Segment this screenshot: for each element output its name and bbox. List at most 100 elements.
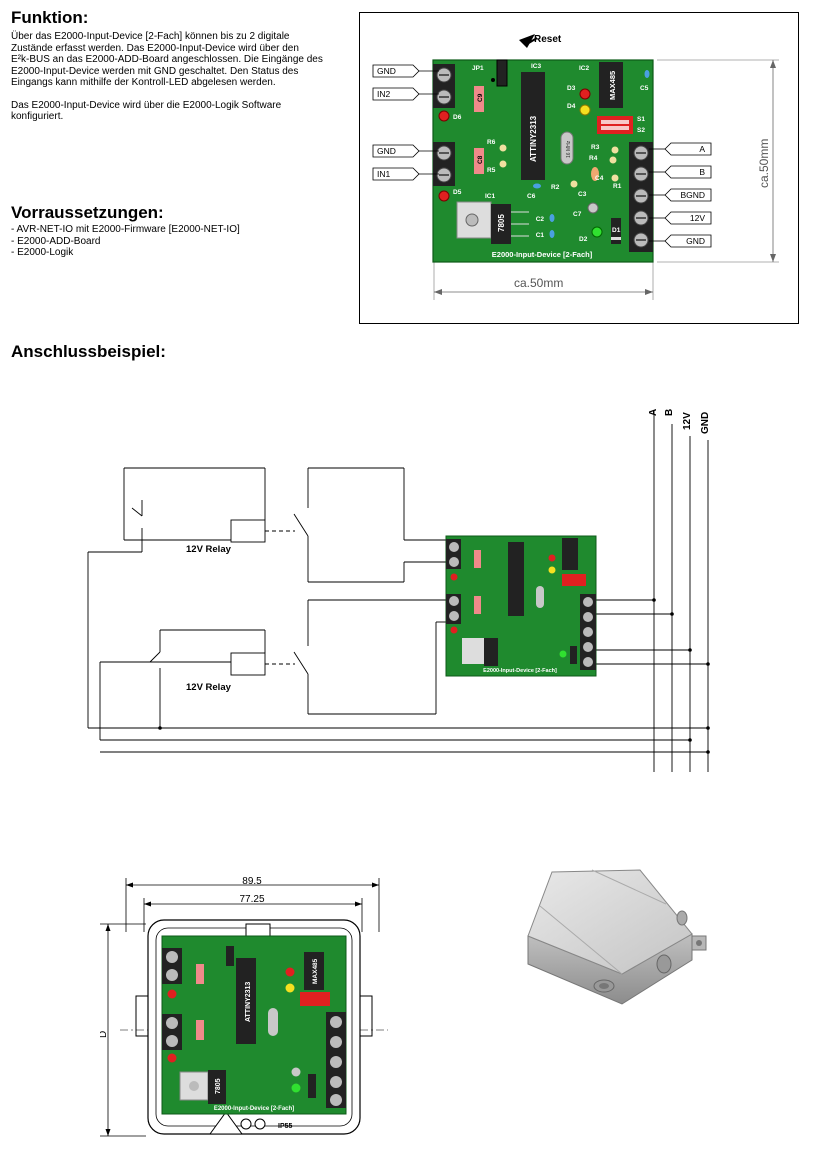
dim-side: D xyxy=(100,1031,109,1038)
housing-drawing: 89.5 77.25 D IP55 ATTINY2313 MAX485 7805… xyxy=(100,876,388,1137)
funktion-line: Über das E2000-Input-Device [2-Fach] kön… xyxy=(11,31,290,42)
list-item: - E2000-ADD-Board xyxy=(11,235,101,247)
relay-label-2: 12V Relay xyxy=(186,682,232,693)
svg-text:C9: C9 xyxy=(477,93,484,102)
svg-text:C4: C4 xyxy=(595,175,604,182)
terminal-label-12v: 12V xyxy=(649,211,712,225)
ic1-7805 xyxy=(491,204,511,244)
svg-text:IC3: IC3 xyxy=(531,63,542,70)
bus-label-b: B xyxy=(664,409,675,416)
board-diagram: Reset ca.50mm ca.50mm E2000-Input-Device… xyxy=(359,12,799,324)
right-terminal-block xyxy=(629,142,653,252)
terminal-label-a: A xyxy=(649,142,712,156)
funktion-line: Das E2000-Input-Device wird über die E20… xyxy=(11,99,282,111)
svg-text:D3: D3 xyxy=(567,85,576,92)
ip-rating: IP55 xyxy=(278,1123,293,1130)
svg-text:GND: GND xyxy=(686,236,705,246)
housing-3d-image xyxy=(527,869,707,1005)
board-small: E2000-Input-Device [2-Fach] xyxy=(445,535,597,677)
svg-text:MAX485: MAX485 xyxy=(608,71,617,100)
funktion-line: konfiguriert. xyxy=(11,111,64,122)
terminal-label-gnd-bottom: GND xyxy=(372,144,439,158)
svg-text:D2: D2 xyxy=(579,236,588,243)
svg-text:B: B xyxy=(699,167,705,177)
wiring-diagram: A B 12V GND 12V Relay xyxy=(87,409,711,772)
svg-text:D6: D6 xyxy=(453,114,462,121)
svg-text:S2: S2 xyxy=(637,127,645,134)
led-d5 xyxy=(438,190,450,202)
svg-text:E2000-Input-Device [2-Fach]: E2000-Input-Device [2-Fach] xyxy=(214,1106,294,1112)
svg-text:C6: C6 xyxy=(527,193,536,200)
funktion-line: Eingangs kann mithilfe der Kontroll-LED … xyxy=(11,77,276,88)
svg-text:D1: D1 xyxy=(612,227,621,234)
led-d3 xyxy=(579,88,591,100)
svg-text:D4: D4 xyxy=(567,103,576,110)
terminal-label-in2: IN2 xyxy=(372,87,439,101)
anschluss-heading: Anschlussbeispiel: xyxy=(11,342,166,361)
svg-text:IC1: IC1 xyxy=(485,193,496,200)
bus-label-gnd: GND xyxy=(700,412,711,434)
list-item: - E2000-Logik xyxy=(11,247,74,258)
dim-horizontal: ca.50mm xyxy=(514,276,563,290)
c9 xyxy=(474,86,484,112)
ic3-attiny xyxy=(521,72,545,180)
svg-text:D5: D5 xyxy=(453,189,462,196)
svg-text:C1: C1 xyxy=(536,232,545,239)
svg-text:IC2: IC2 xyxy=(579,65,590,72)
svg-text:BGND: BGND xyxy=(680,190,705,200)
svg-text:7805: 7805 xyxy=(497,214,506,232)
svg-text:ATTINY2313: ATTINY2313 xyxy=(529,115,538,162)
reset-arrow-icon xyxy=(519,34,535,48)
svg-text:C7: C7 xyxy=(573,211,582,218)
dim-vertical: ca.50mm xyxy=(757,139,771,188)
svg-text:S1: S1 xyxy=(637,116,645,123)
terminal-label-b: B xyxy=(649,165,712,179)
funktion-line: Zustände erfasst werden. Das E2000-Input… xyxy=(11,42,299,54)
ic2-max485 xyxy=(599,62,623,108)
dim-outer: 89.5 xyxy=(242,876,262,887)
jp1 xyxy=(496,59,508,87)
svg-text:R4: R4 xyxy=(589,155,598,162)
svg-text:C3: C3 xyxy=(578,191,587,198)
svg-text:R6: R6 xyxy=(487,139,496,146)
svg-text:MAX485: MAX485 xyxy=(312,958,319,984)
svg-text:12V: 12V xyxy=(690,213,705,223)
svg-text:16 MHz: 16 MHz xyxy=(566,140,572,158)
funktion-line: E2000-Input-Device werden mit GND gescha… xyxy=(11,65,299,77)
quartz xyxy=(560,131,574,165)
funktion-heading: Funktion: xyxy=(11,8,89,27)
list-item: - AVR-NET-IO mit E2000-Firmware [E2000-N… xyxy=(11,224,240,235)
dip-switch xyxy=(597,116,633,134)
funktion-paragraph: Über das E2000-Input-Device [2-Fach] kön… xyxy=(11,31,356,123)
svg-text:C5: C5 xyxy=(640,85,649,92)
svg-text:C2: C2 xyxy=(536,216,545,223)
svg-text:7805: 7805 xyxy=(215,1078,222,1094)
bus-label-a: A xyxy=(648,409,659,416)
diode-d1 xyxy=(611,218,621,244)
relay-label-1: 12V Relay xyxy=(186,544,232,555)
svg-text:JP1: JP1 xyxy=(472,65,484,72)
svg-text:R2: R2 xyxy=(551,184,560,191)
svg-text:R5: R5 xyxy=(487,167,496,174)
left-terminal-block-top xyxy=(433,64,455,108)
voraussetzungen-heading: Vorraussetzungen: xyxy=(11,203,164,222)
led-d6 xyxy=(438,110,450,122)
dim-inner: 77.25 xyxy=(239,894,264,905)
bus-label-12v: 12V xyxy=(682,412,693,430)
terminal-label-gnd-right: GND xyxy=(649,234,712,248)
board-title: E2000-Input-Device [2-Fach] xyxy=(492,250,593,259)
svg-text:IN2: IN2 xyxy=(377,89,391,99)
svg-text:R1: R1 xyxy=(613,183,622,190)
terminal-label-in1: IN1 xyxy=(372,167,439,181)
funktion-line: E²k-BUS an das E2000-ADD-Board angeschlo… xyxy=(11,54,323,65)
c8 xyxy=(474,148,484,174)
svg-text:GND: GND xyxy=(377,66,396,76)
svg-text:R3: R3 xyxy=(591,144,600,151)
svg-text:ATTINY2313: ATTINY2313 xyxy=(245,982,252,1022)
terminal-label-gnd-top: GND xyxy=(372,64,439,78)
svg-text:IN1: IN1 xyxy=(377,169,391,179)
voraussetzungen-list: - AVR-NET-IO mit E2000-Firmware [E2000-N… xyxy=(11,224,331,259)
left-terminal-block-bottom xyxy=(433,142,455,186)
svg-text:A: A xyxy=(699,144,705,154)
svg-text:GND: GND xyxy=(377,146,396,156)
